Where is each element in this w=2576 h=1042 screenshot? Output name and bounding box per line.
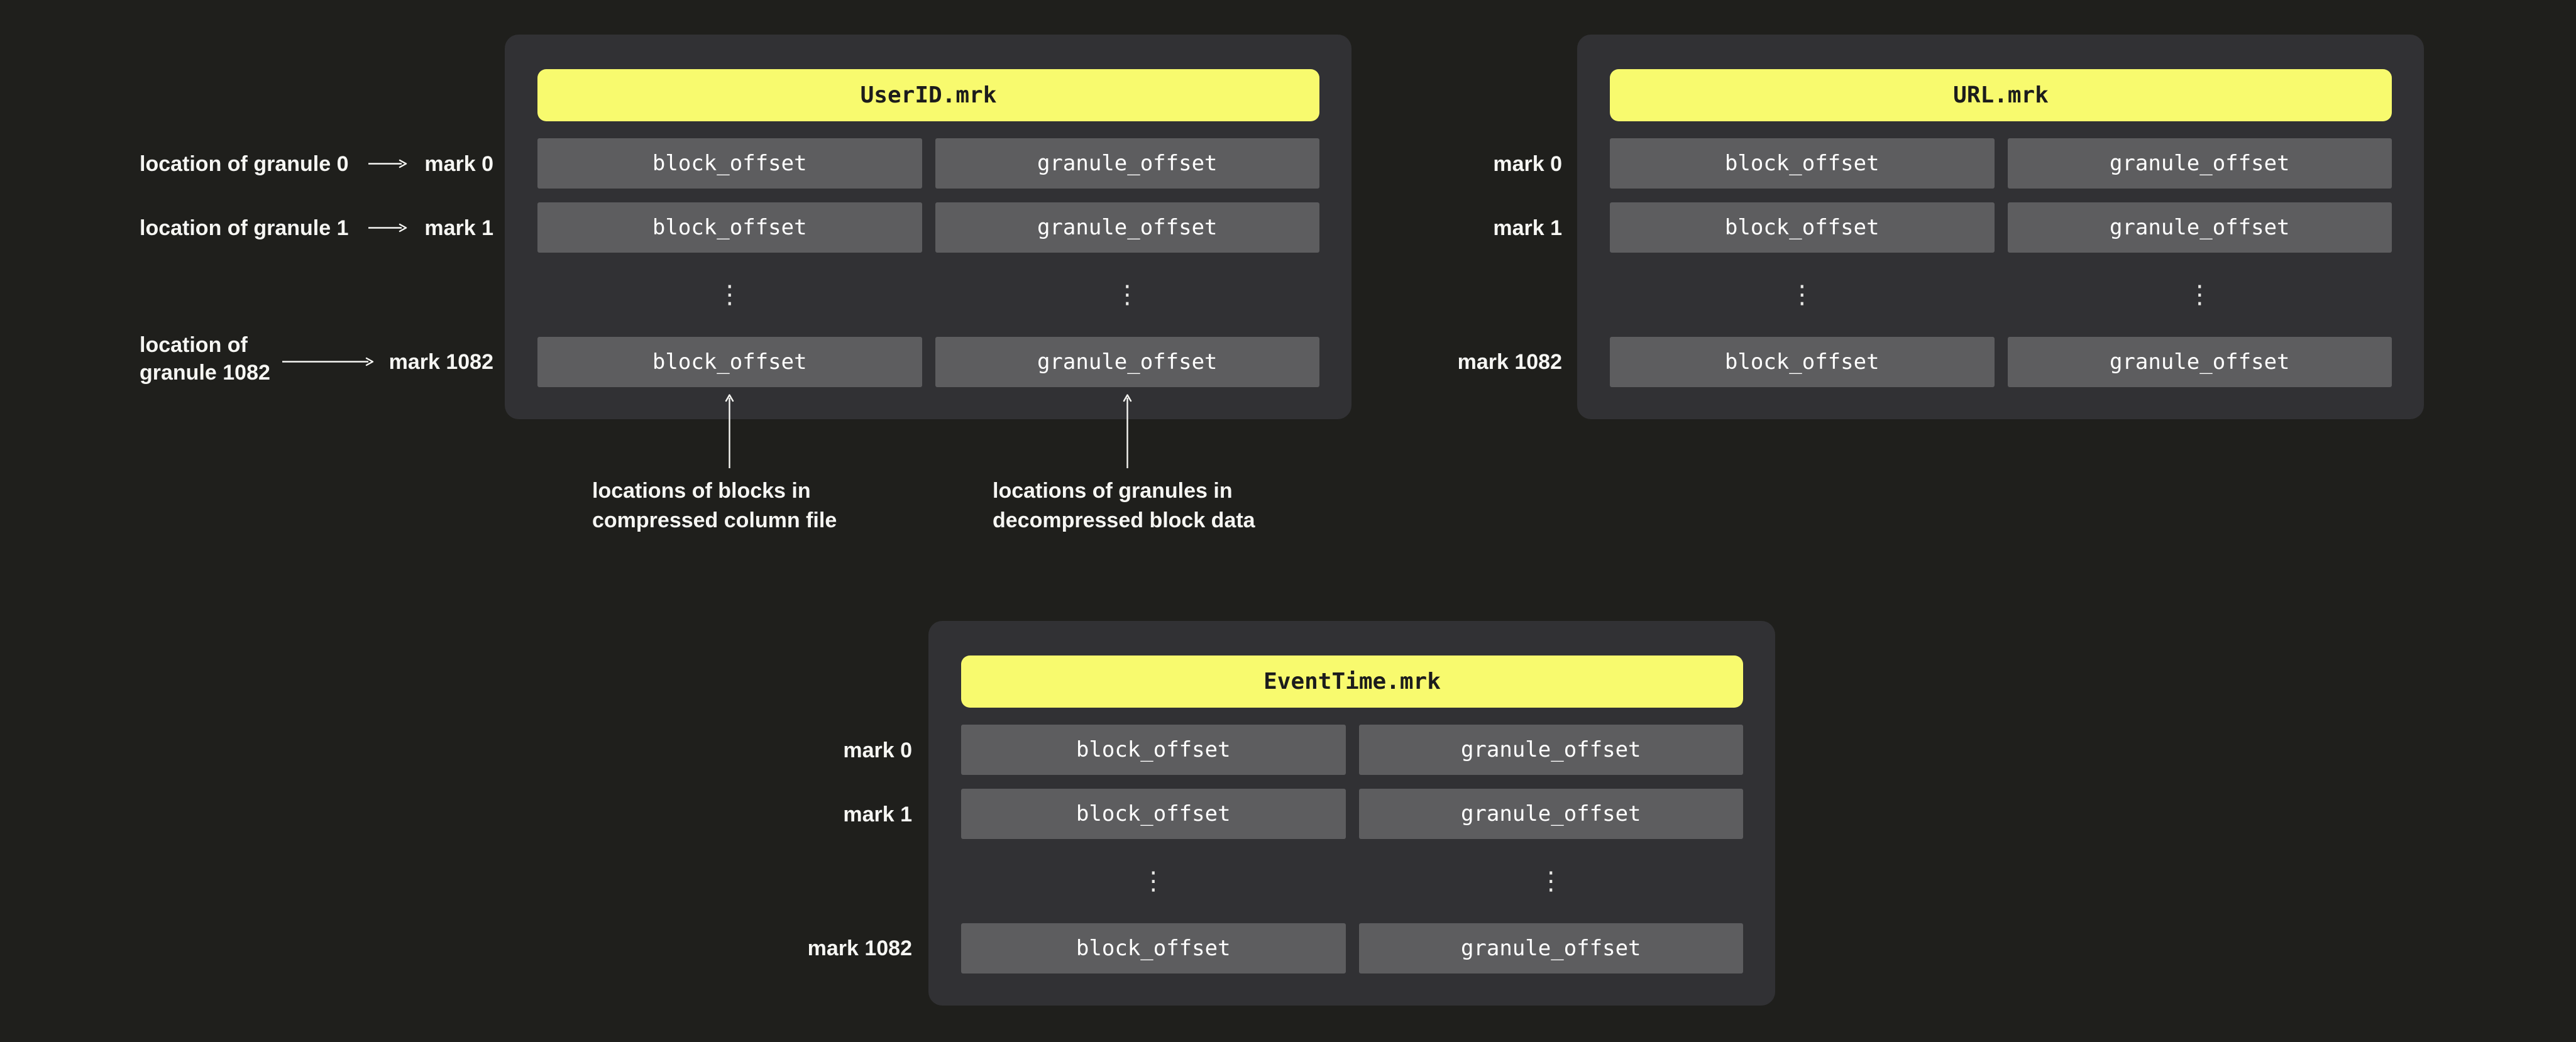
location-of-granule-1082-line2: granule 1082	[140, 361, 270, 385]
granule-offset-cell: granule_offset	[935, 138, 1319, 189]
blocks-location-line2: compressed column file	[592, 508, 837, 532]
arrow-granule1-to-mark1	[368, 222, 408, 233]
file-title-userid: UserID.mrk	[537, 69, 1319, 121]
granule-offset-cell: granule_offset	[1358, 789, 1743, 839]
granules-location-annotation: locations of granules in decompressed bl…	[993, 476, 1255, 535]
ellipsis-row: ⋮ ⋮	[961, 839, 1743, 923]
block-offset-cell: block_offset	[537, 202, 922, 253]
file-title-eventtime: EventTime.mrk	[961, 655, 1743, 708]
mark-1-label-eventtime: mark 1	[843, 803, 912, 826]
granules-location-line1: locations of granules in	[993, 479, 1233, 503]
blocks-location-line1: locations of blocks in	[592, 479, 811, 503]
granules-location-line2: decompressed block data	[993, 508, 1255, 532]
block-offset-cell: block_offset	[961, 789, 1346, 839]
mark-1082-label-userid: mark 1082	[388, 350, 493, 374]
mark-row-1082: block_offset granule_offset	[537, 337, 1319, 387]
granule-offset-cell: granule_offset	[1358, 725, 1743, 775]
mark-row-1: block_offset granule_offset	[1610, 202, 2392, 253]
file-title-url: URL.mrk	[1610, 69, 2392, 121]
mark-row-0: block_offset granule_offset	[961, 725, 1743, 775]
mark-1-label-userid: mark 1	[424, 216, 493, 240]
granule-offset-cell: granule_offset	[2007, 138, 2392, 189]
mark-row-0: block_offset granule_offset	[1610, 138, 2392, 189]
ellipsis-row: ⋮ ⋮	[1610, 253, 2392, 337]
arrow-granule0-to-mark0	[368, 158, 408, 169]
arrow-up-granule-offset-column	[1121, 394, 1133, 469]
granule-offset-cell: granule_offset	[935, 337, 1319, 387]
vertical-ellipsis: ⋮	[1115, 280, 1140, 309]
mark-1-label-url: mark 1	[1493, 216, 1562, 240]
granule-offset-cell: granule_offset	[2007, 337, 2392, 387]
vertical-ellipsis: ⋮	[1140, 867, 1166, 896]
arrow-granule1082-to-mark1082	[282, 356, 375, 367]
block-offset-cell: block_offset	[1610, 202, 1995, 253]
block-offset-cell: block_offset	[1610, 138, 1995, 189]
mark-0-label-userid: mark 0	[424, 152, 493, 176]
ellipsis-row: ⋮ ⋮	[537, 253, 1319, 337]
block-offset-cell: block_offset	[961, 923, 1346, 973]
vertical-ellipsis: ⋮	[1538, 867, 1564, 896]
panel-eventtime-mrk: EventTime.mrk block_offset granule_offse…	[928, 621, 1775, 1006]
mark-1082-label-eventtime: mark 1082	[807, 936, 912, 960]
blocks-location-annotation: locations of blocks in compressed column…	[592, 476, 837, 535]
arrow-up-block-offset-column	[724, 394, 735, 469]
vertical-ellipsis: ⋮	[2187, 280, 2213, 309]
block-offset-cell: block_offset	[537, 337, 922, 387]
vertical-ellipsis: ⋮	[717, 280, 742, 309]
mark-1082-label-url: mark 1082	[1457, 350, 1562, 374]
mark-row-1: block_offset granule_offset	[537, 202, 1319, 253]
block-offset-cell: block_offset	[537, 138, 922, 189]
mark-row-1082: block_offset granule_offset	[961, 923, 1743, 973]
block-offset-cell: block_offset	[961, 725, 1346, 775]
vertical-ellipsis: ⋮	[1789, 280, 1815, 309]
granule-offset-cell: granule_offset	[1358, 923, 1743, 973]
mark-0-label-eventtime: mark 0	[843, 738, 912, 762]
granule-offset-cell: granule_offset	[935, 202, 1319, 253]
mark-row-0: block_offset granule_offset	[537, 138, 1319, 189]
location-of-granule-1082-label: location of granule 1082	[140, 331, 270, 387]
location-of-granule-0-label: location of granule 0	[140, 152, 349, 176]
mark-row-1082: block_offset granule_offset	[1610, 337, 2392, 387]
mark-row-1: block_offset granule_offset	[961, 789, 1743, 839]
location-of-granule-1-label: location of granule 1	[140, 216, 349, 240]
panel-userid-mrk: UserID.mrk block_offset granule_offset b…	[505, 35, 1351, 419]
block-offset-cell: block_offset	[1610, 337, 1995, 387]
granule-offset-cell: granule_offset	[2007, 202, 2392, 253]
mark-0-label-url: mark 0	[1493, 152, 1562, 176]
location-of-granule-1082-line1: location of	[140, 333, 248, 357]
panel-url-mrk: URL.mrk block_offset granule_offset bloc…	[1577, 35, 2424, 419]
